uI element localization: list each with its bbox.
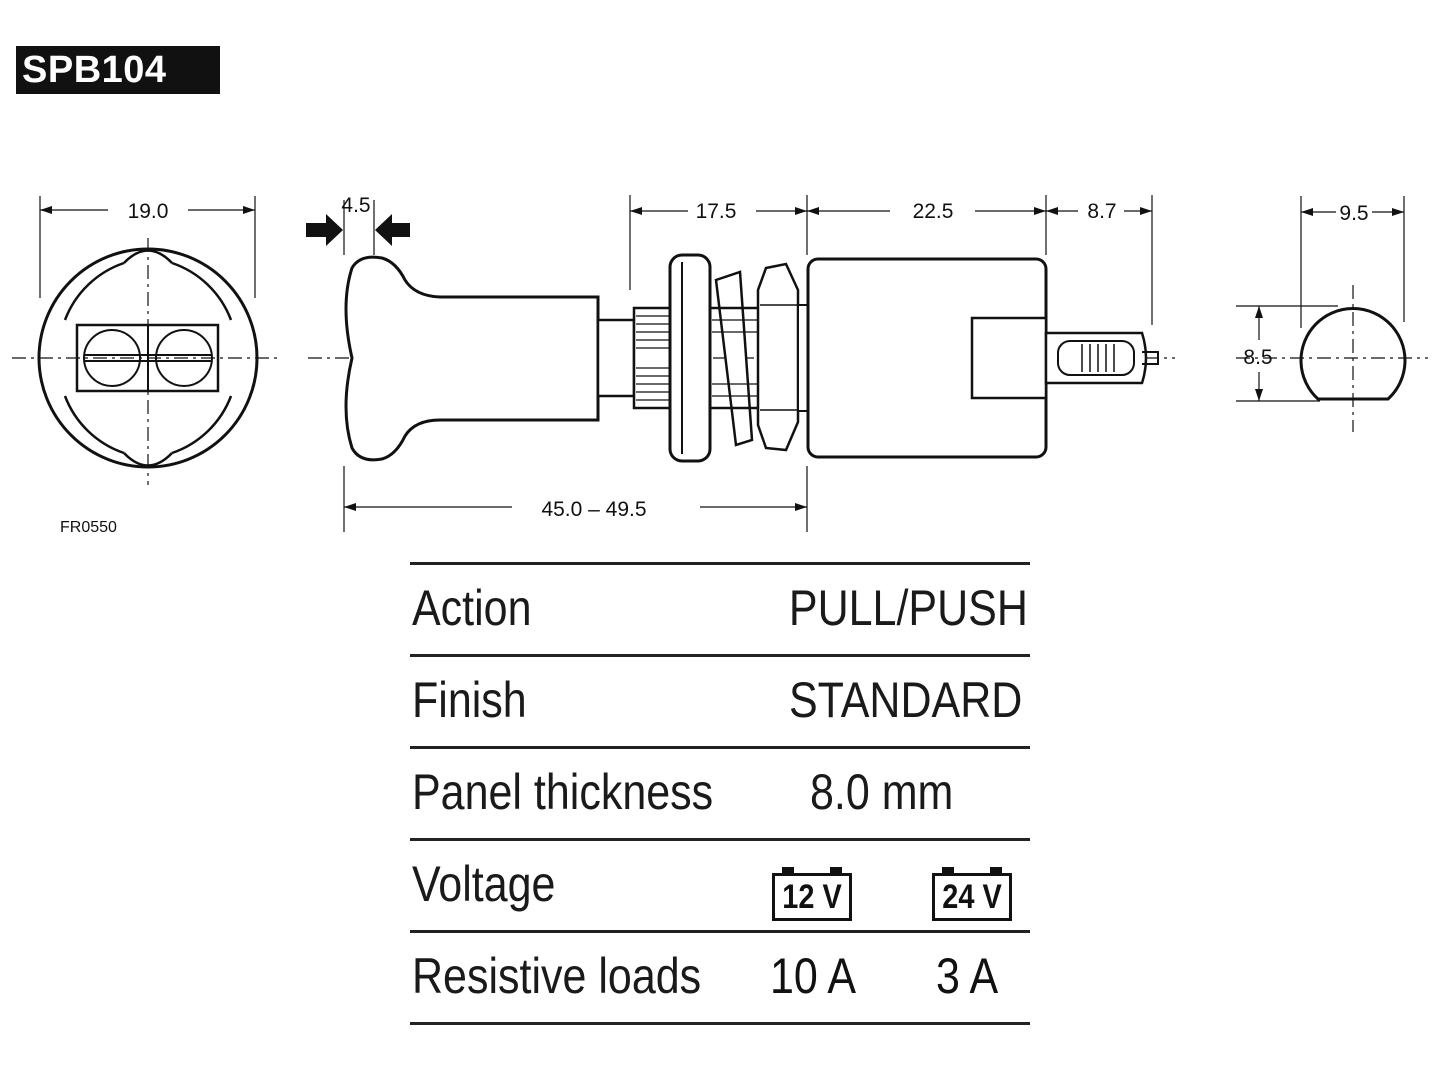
cutout-height-dim: 8.5 [1243,346,1272,369]
technical-drawing: 19.0 FR0550 [12,194,1428,536]
spec-label-action: Action [412,580,532,636]
load-24v-value: 3 A [936,948,999,1004]
load-12v-value: 10 A [770,948,857,1004]
spec-label-panel-thickness: Panel thickness [412,764,714,820]
voltage-24v-label: 24 V [942,878,1002,916]
overall-length-dim: 45.0 – 49.5 [541,498,646,521]
cutout-width-dim: 9.5 [1339,202,1368,225]
spec-value-panel-thickness: 8.0 mm [810,764,954,820]
spec-row-finish: Finish STANDARD [410,654,1030,746]
spec-value-finish: STANDARD [788,672,1022,728]
knob-thickness-dim: 4.5 [341,194,370,217]
body-length-dim: 22.5 [913,200,954,223]
front-diameter-dim: 19.0 [128,200,169,223]
spec-table: Action PULL/PUSH Finish STANDARD Panel t… [410,562,1030,1025]
spec-value-action: PULL/PUSH [789,580,1028,636]
knob-thickness-arrows [306,214,410,246]
battery-24v-icon: 24 V [932,867,1012,921]
spec-row-panel-thickness: Panel thickness 8.0 mm [410,746,1030,838]
battery-12v-icon: 12 V [772,867,852,921]
spec-label-resistive-loads: Resistive loads [412,948,702,1004]
spec-label-voltage: Voltage [412,856,556,912]
part-number-badge: SPB104 [16,46,220,94]
terminal-length-dim: 8.7 [1087,200,1116,223]
bushing-length-dim: 17.5 [696,200,737,223]
panel-cutout-view [1236,196,1428,432]
spec-label-finish: Finish [412,672,527,728]
spec-row-resistive-loads: Resistive loads 10 A 3 A [410,930,1030,1025]
spec-row-voltage: Voltage 12 V 24 V [410,838,1030,930]
side-view [308,253,1175,463]
side-view-dimensions [343,195,1153,532]
front-view [12,196,280,485]
drawing-ref: FR0550 [60,519,117,536]
spec-row-action: Action PULL/PUSH [410,562,1030,654]
voltage-12v-label: 12 V [782,878,842,916]
